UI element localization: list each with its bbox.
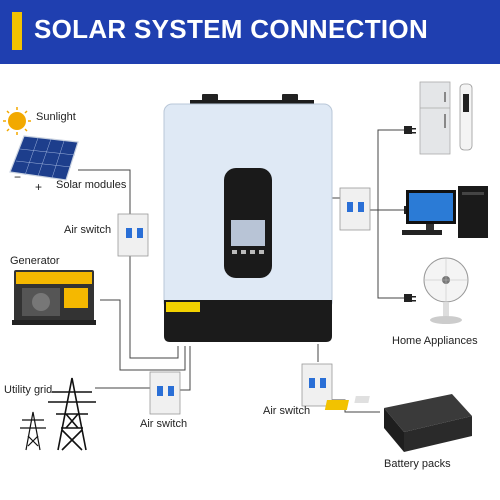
solar-panel-icon [9,135,79,181]
generator-icon [12,270,96,325]
banner-accent-bar [12,12,22,50]
title-banner: SOLAR SYSTEM CONNECTION [0,0,500,64]
computer-icon [402,186,488,238]
tower-heater-icon [459,83,473,151]
home-appliances-label: Home Appliances [392,335,478,347]
banner-title: SOLAR SYSTEM CONNECTION [34,14,429,44]
small-tower-icon [20,411,46,451]
utility-grid-label: Utility grid [4,384,53,396]
air-switch-top-icon [117,213,149,257]
sunlight-label: Sunlight [36,111,76,123]
solar-modules-label: Solar modules [56,179,127,191]
air-switch-bottom-label: Air switch [140,418,188,430]
air-switch-right-label: Air switch [263,405,311,417]
generator-label: Generator [10,255,60,267]
inverter-unit [163,94,333,342]
air-switch-top-label: Air switch [64,224,112,236]
air-switch-load-icon [339,187,371,231]
battery-packs-label: Battery packs [384,458,451,470]
minus-terminal-label: − [14,170,22,184]
transmission-tower-icon [48,377,96,451]
battery-pack-icon [324,394,472,452]
refrigerator-icon [419,81,451,155]
air-switch-bottom-icon [149,371,181,415]
sun-icon [3,107,31,135]
air-switch-right-icon [301,363,333,407]
electric-fan-icon [423,257,469,324]
plus-terminal-label: + [35,180,43,194]
